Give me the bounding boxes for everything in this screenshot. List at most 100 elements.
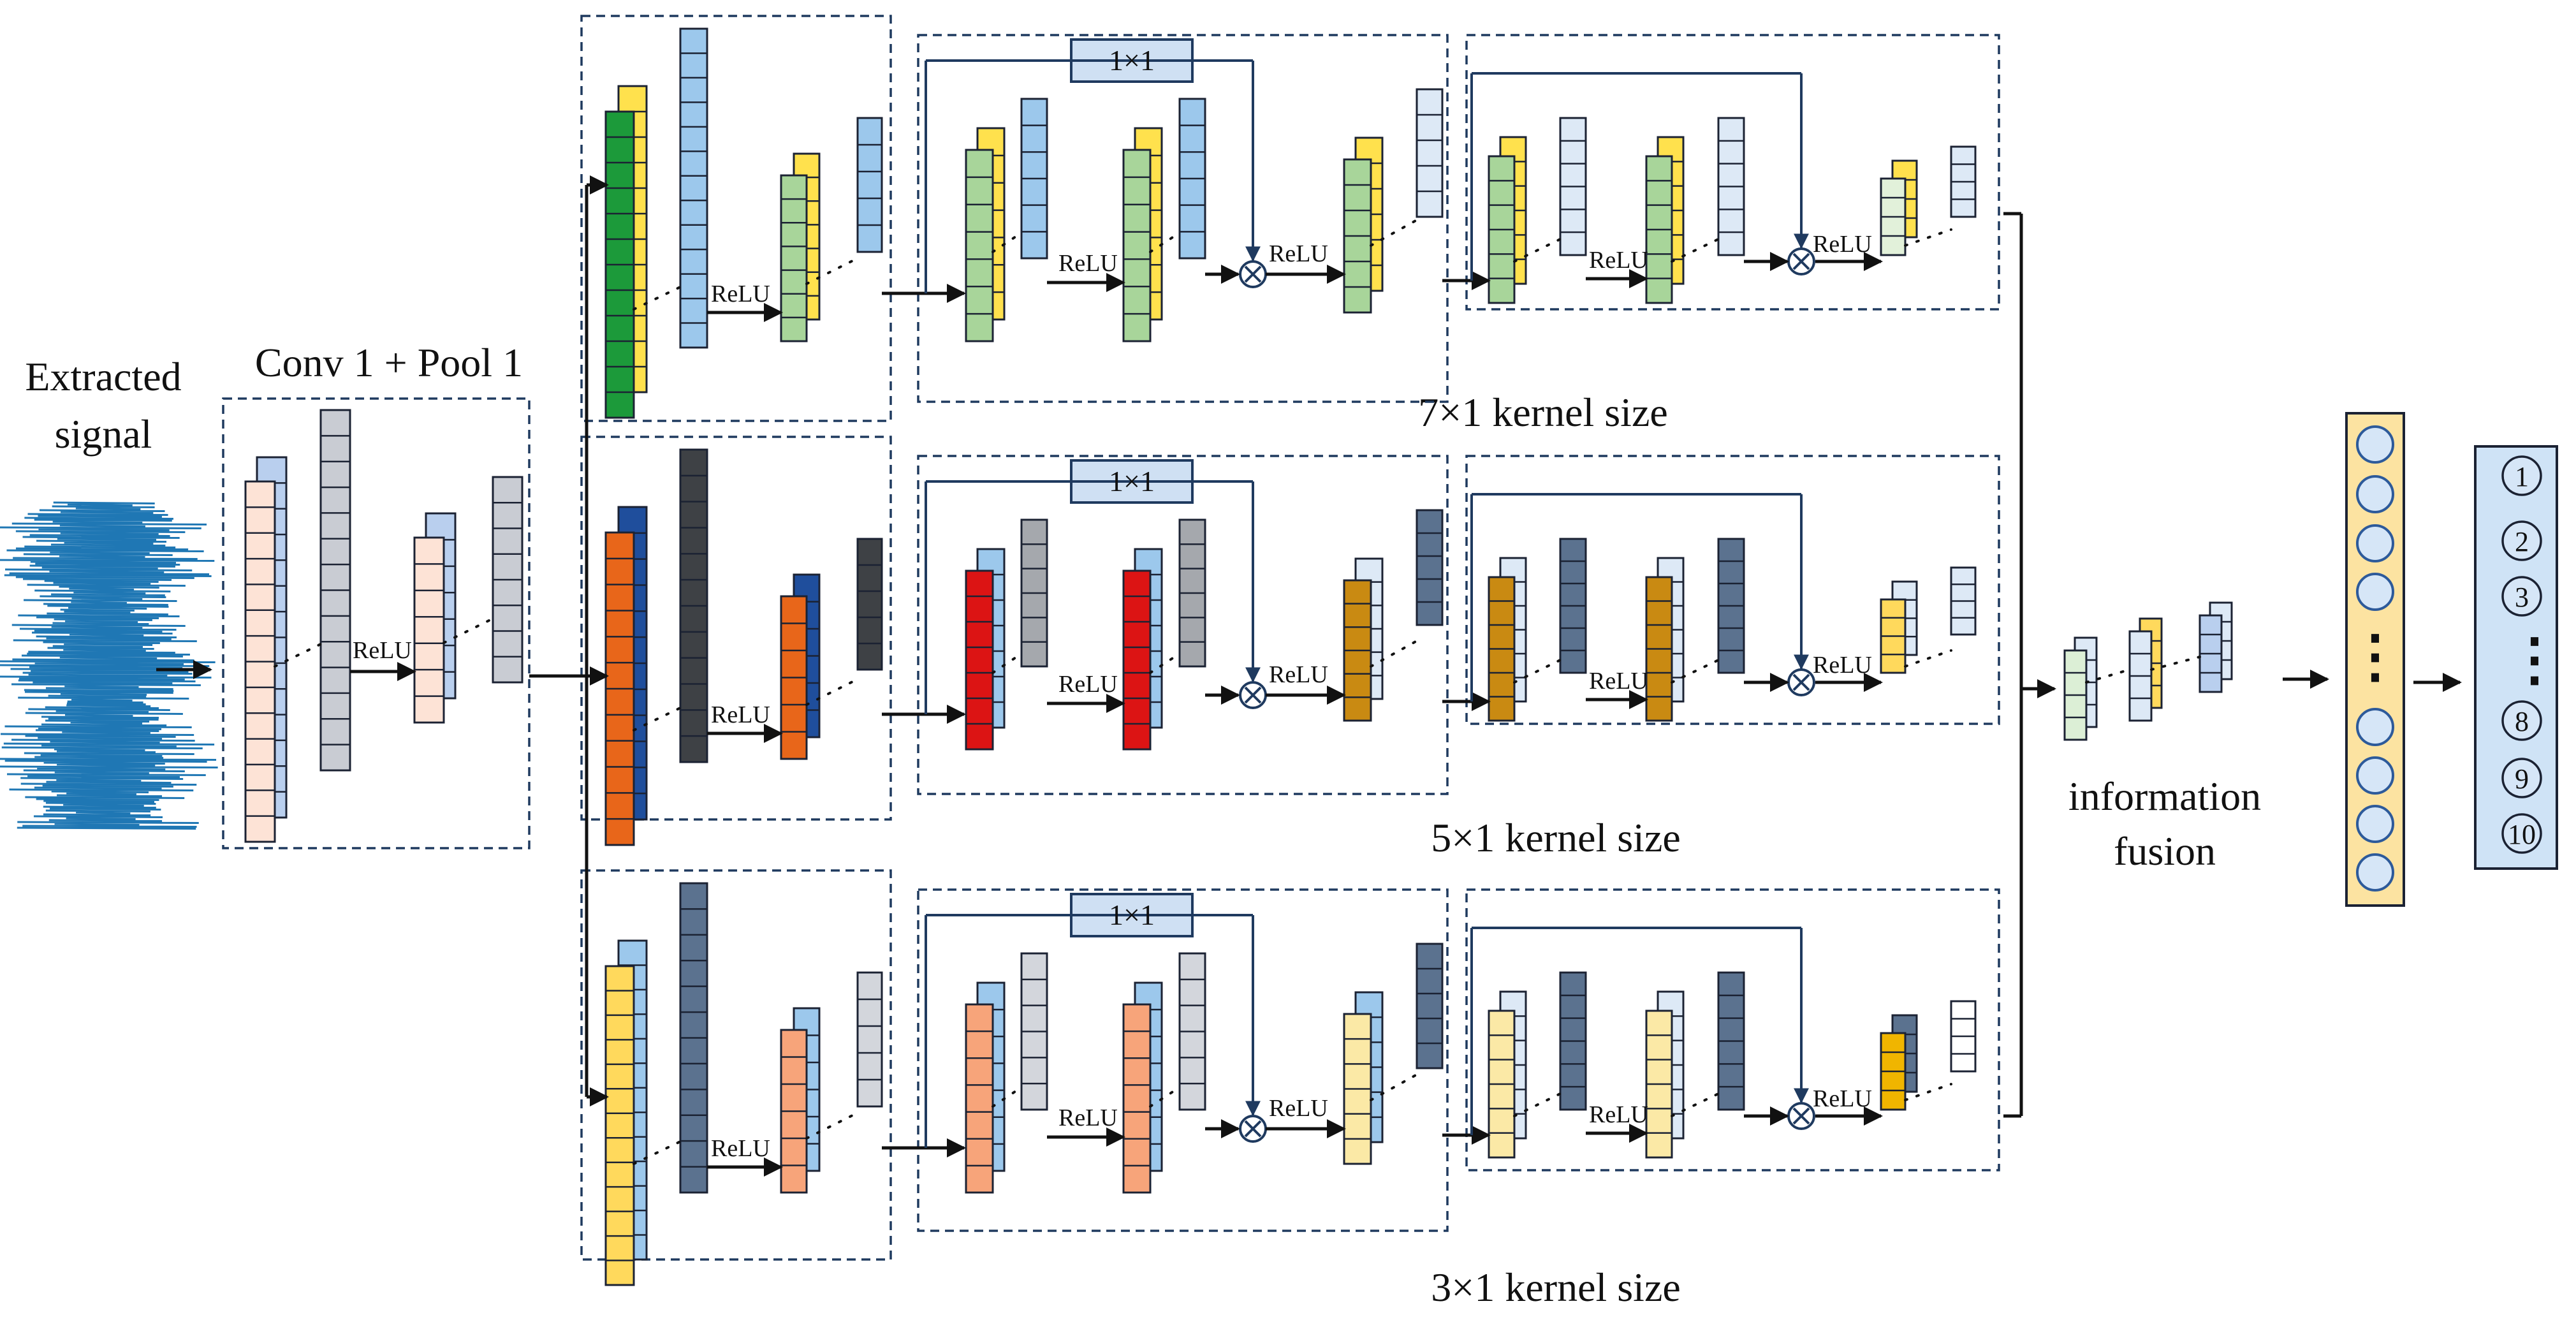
feature-map-stack	[965, 149, 994, 342]
conv-1x1-label: 1×1	[1109, 44, 1155, 77]
feature-map-column	[1416, 509, 1444, 626]
feature-map-cell	[413, 536, 445, 724]
feature-map-stack	[604, 531, 635, 846]
feature-map-column	[1178, 952, 1206, 1111]
circle-times-icon	[1792, 1107, 1810, 1125]
feature-map-column	[679, 27, 708, 349]
conv-pool-block	[222, 397, 531, 849]
feature-map-stack	[1880, 177, 1906, 256]
dotted-connector	[1671, 1092, 1720, 1117]
output-class-label: 1	[2515, 461, 2529, 492]
ellipsis-icon: ⋮	[2346, 626, 2404, 689]
feature-map-stack	[1343, 158, 1372, 314]
feature-map-stack	[413, 536, 445, 724]
residual-block	[917, 888, 1449, 1232]
feature-map-stack	[1880, 1032, 1906, 1111]
fusion-label: fusion	[2114, 828, 2216, 874]
dotted-connector	[1671, 238, 1720, 263]
waveform-icon	[0, 501, 218, 830]
relu-label: ReLU	[353, 637, 412, 664]
feature-map-cell	[856, 971, 883, 1108]
conv-pool-label: Conv 1 + Pool 1	[255, 340, 523, 385]
feature-map-cell	[679, 27, 708, 349]
relu-label: ReLU	[1589, 668, 1648, 694]
dotted-connector	[2150, 656, 2201, 671]
feature-map-column	[679, 448, 708, 763]
input-label: Extracted	[25, 354, 181, 399]
output-class-node	[2501, 520, 2542, 561]
neuron-node	[2356, 756, 2394, 795]
dotted-connector	[633, 1140, 682, 1165]
output-class-label: 9	[2515, 763, 2529, 795]
feature-map-column	[1559, 971, 1587, 1111]
feature-map-stack	[780, 595, 808, 760]
feature-map-cell	[1416, 88, 1444, 218]
neuron-node	[2356, 853, 2394, 892]
relu-label: ReLU	[1269, 661, 1328, 688]
feature-map-stack	[965, 1003, 994, 1194]
feature-map-stack	[1645, 576, 1673, 722]
dotted-connector	[1904, 1083, 1952, 1101]
feature-map-column	[1717, 117, 1745, 256]
feature-map-stack	[1488, 576, 1516, 722]
feature-map-stack	[244, 480, 276, 843]
output-class-label: 10	[2508, 819, 2536, 850]
feature-map-column	[1559, 117, 1587, 256]
ellipsis-icon: ⋮	[2506, 629, 2563, 692]
output-class-node	[2501, 700, 2542, 741]
conv-1x1-label: 1×1	[1109, 899, 1155, 931]
dotted-connector	[1513, 1092, 1562, 1117]
output-class-node	[2501, 813, 2542, 854]
feature-map-stack	[780, 174, 808, 342]
dotted-connector	[1513, 659, 1562, 684]
feature-map-cell	[1416, 509, 1444, 626]
output-layer	[2474, 445, 2558, 870]
input-label: signal	[55, 411, 152, 457]
branch-first-block	[580, 436, 892, 821]
dotted-connector	[633, 286, 682, 311]
dotted-connector	[1904, 228, 1952, 247]
feature-map-column	[856, 538, 883, 671]
residual-block	[917, 455, 1449, 795]
residual-block	[1465, 34, 2000, 311]
feature-map-column	[319, 409, 351, 772]
feature-map-cell	[965, 149, 994, 342]
circle-times-icon	[1239, 260, 1267, 288]
feature-map-column	[679, 882, 708, 1194]
relu-label: ReLU	[1269, 1095, 1328, 1122]
dotted-connector	[1513, 238, 1562, 263]
feature-map-cell	[856, 538, 883, 671]
feature-map-stack	[1645, 1010, 1673, 1159]
feature-map-cell	[965, 569, 994, 751]
feature-map-stack	[965, 569, 994, 751]
feature-map-column	[1717, 538, 1745, 674]
feature-map-stack	[604, 965, 635, 1286]
relu-label: ReLU	[711, 701, 770, 728]
feature-map-cell	[856, 117, 883, 253]
dotted-connector	[1904, 649, 1952, 668]
feature-map-stack	[1880, 598, 1906, 674]
circle-times-icon	[1787, 247, 1815, 275]
dotted-connector	[1370, 1073, 1418, 1101]
feature-map-column	[856, 117, 883, 253]
feature-map-stack	[1343, 579, 1372, 722]
neuron-node	[2356, 425, 2394, 464]
relu-label: ReLU	[1058, 671, 1118, 698]
feature-map-stack	[1122, 569, 1152, 751]
neuron-node	[2356, 708, 2394, 746]
feature-map-column	[856, 971, 883, 1108]
fusion-stack	[2128, 630, 2153, 722]
relu-label: ReLU	[1058, 250, 1118, 277]
feature-map-column	[1416, 943, 1444, 1069]
output-class-node	[2501, 758, 2542, 798]
feature-map-column	[1020, 98, 1048, 260]
feature-map-stack	[1645, 155, 1673, 304]
branch-label-7x1: 7×1 kernel size	[1418, 390, 1668, 435]
output-class-label: 3	[2515, 582, 2529, 613]
fusion-stack	[2063, 649, 2088, 741]
waveform-icon	[0, 501, 218, 830]
circle-times-icon	[1792, 253, 1810, 270]
feature-map-stack	[1488, 155, 1516, 304]
output-class-label: 8	[2515, 706, 2529, 737]
feature-map-column	[1717, 971, 1745, 1111]
